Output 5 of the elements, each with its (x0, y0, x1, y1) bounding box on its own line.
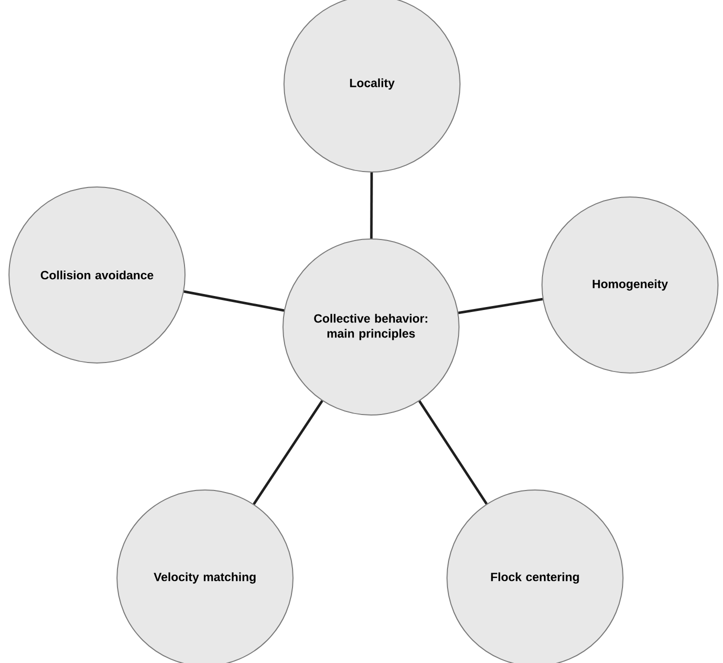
connector-line (184, 290, 284, 312)
connector-line (418, 400, 488, 505)
connector-line (458, 298, 543, 314)
connector-line (370, 172, 373, 238)
connector-line (252, 400, 324, 505)
